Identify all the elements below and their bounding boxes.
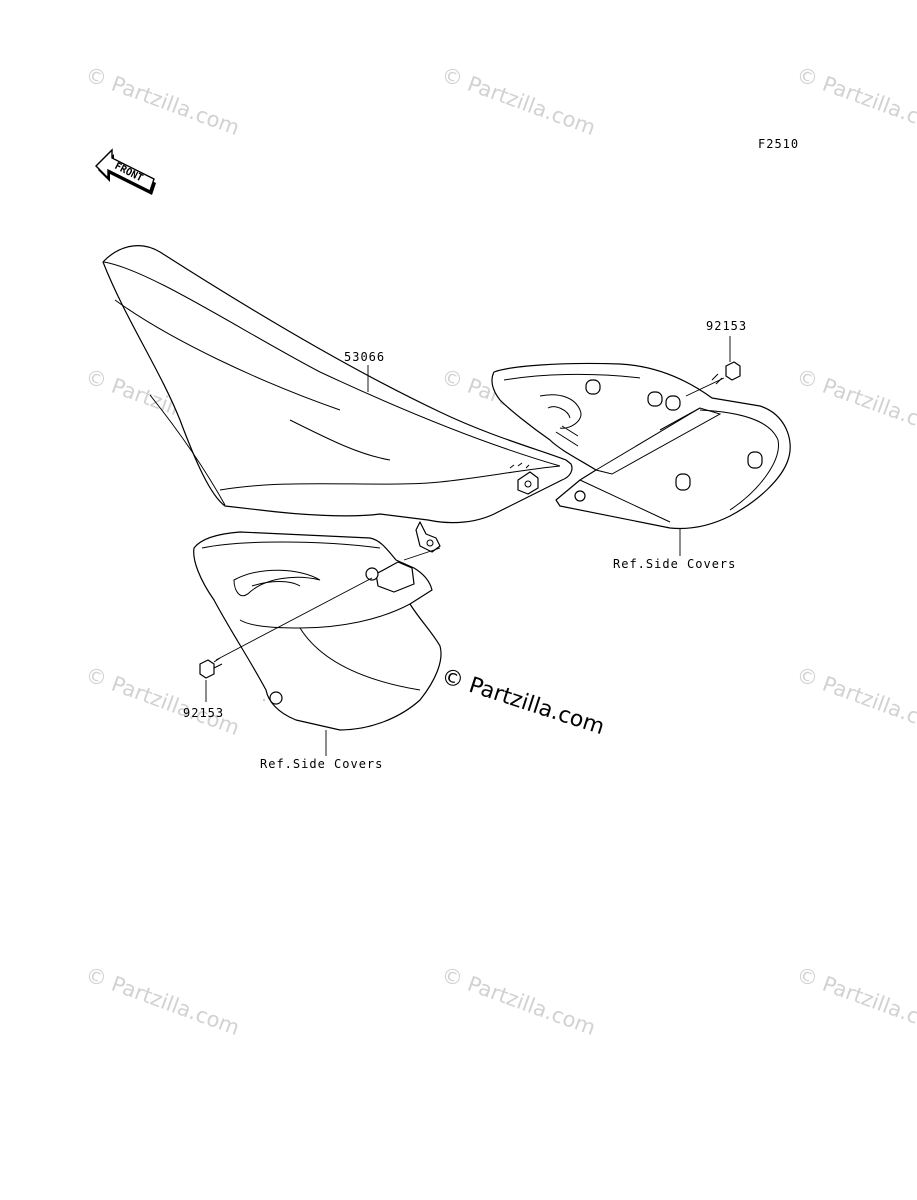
callout-ref-side-covers-upper: Ref.Side Covers (613, 557, 736, 571)
watermark: © Partzilla.com (82, 962, 242, 1040)
side-cover-lower (193, 531, 442, 731)
bolt-upper (685, 361, 741, 397)
callout-53066: 53066 (344, 350, 385, 364)
callout-ref-side-covers-lower: Ref.Side Covers (260, 757, 383, 771)
watermark: © Partzilla.com (82, 62, 242, 140)
watermark: © Partzilla.com (793, 962, 917, 1040)
watermark: © Partzilla.com (438, 962, 598, 1040)
leader-lines (205, 336, 731, 756)
watermark: © Partzilla.com (793, 662, 917, 740)
watermark: © Partzilla.com (438, 62, 598, 140)
bolt-lower (199, 577, 373, 679)
seat-part (102, 245, 573, 553)
front-arrow-icon: FRONT (95, 148, 156, 195)
watermark: © Partzilla.com (793, 364, 917, 442)
figure-code: F2510 (758, 137, 799, 151)
watermark: © Partzilla.com (793, 62, 917, 140)
brand-watermark: © Partzilla.com (438, 664, 607, 740)
callout-92153-upper: 92153 (706, 319, 747, 333)
side-cover-upper (491, 362, 791, 530)
callout-92153-lower: 92153 (183, 706, 224, 720)
watermark: © Partzilla.com (82, 662, 242, 740)
